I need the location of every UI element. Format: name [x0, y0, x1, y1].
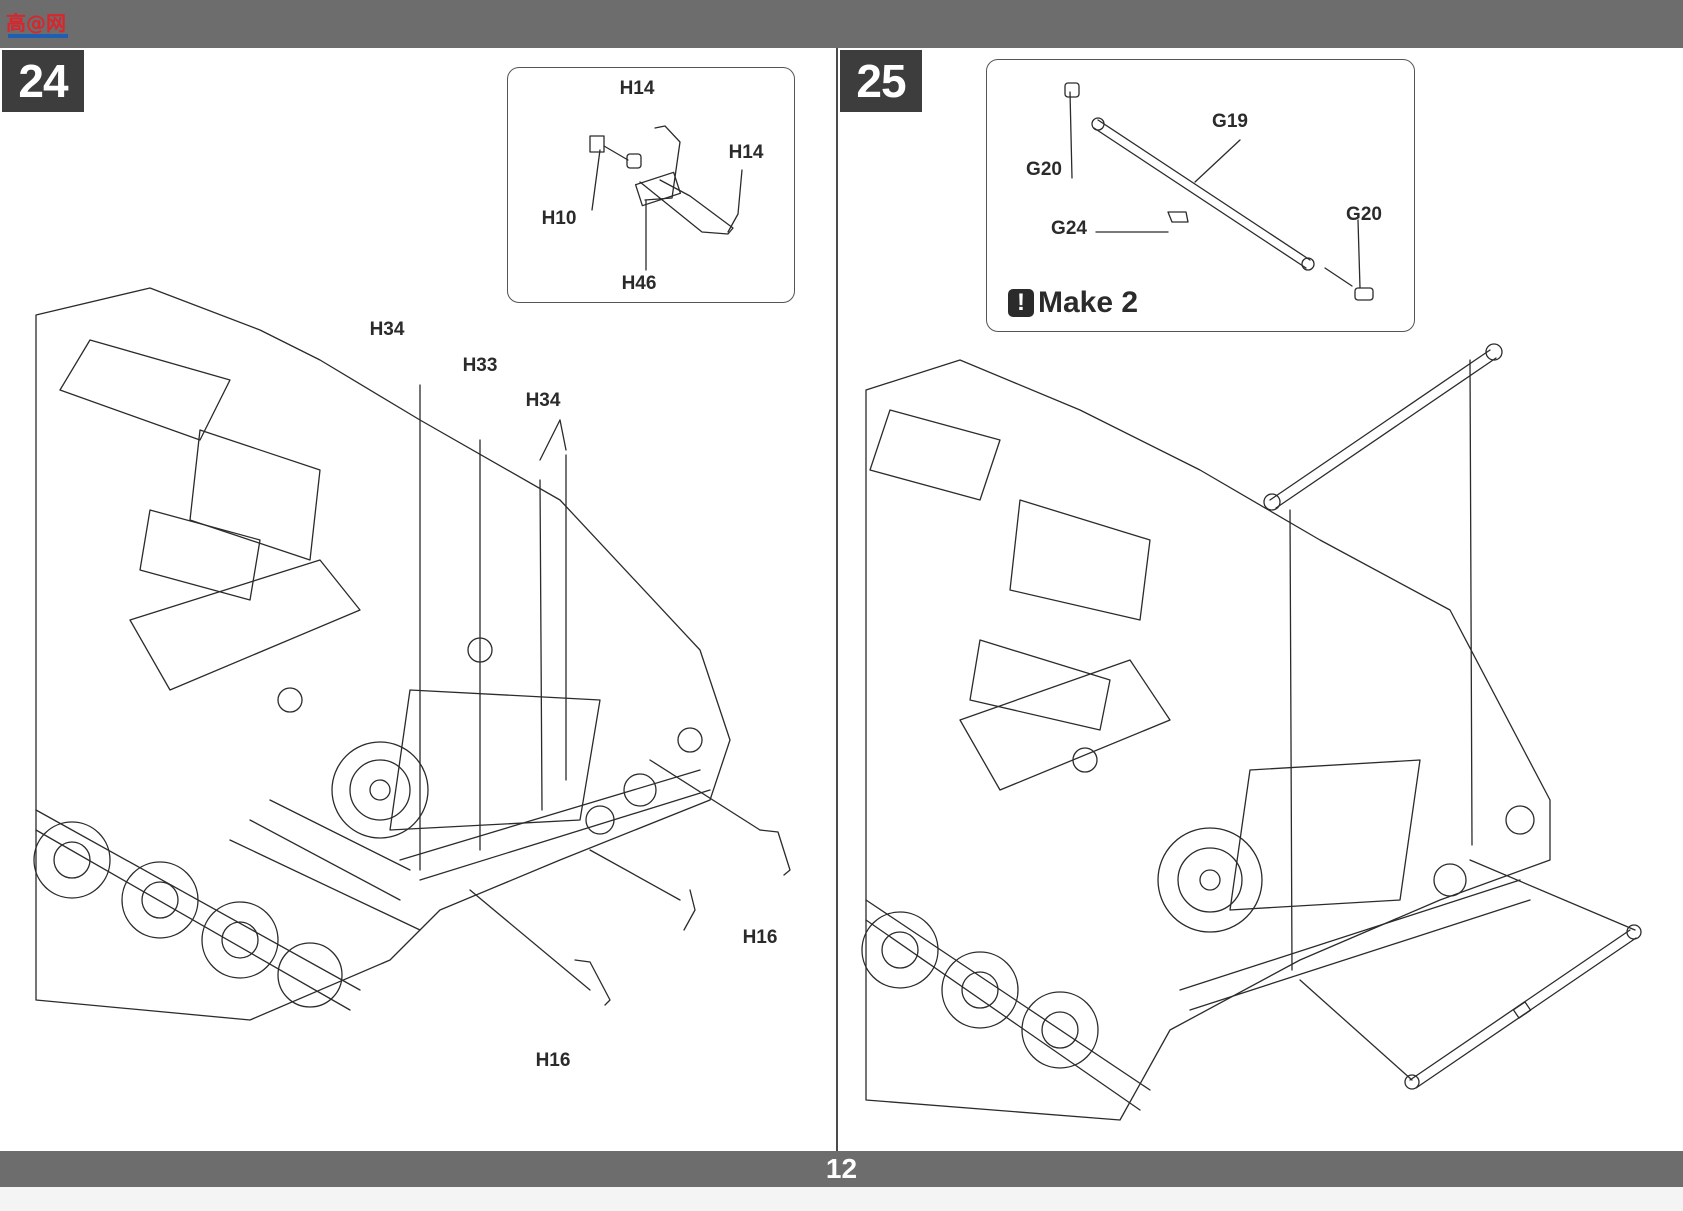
svg-text:高@网: 高@网 — [6, 11, 66, 35]
step-25-inset-parts — [1064, 82, 1374, 301]
part-label-h14-right: H14 — [728, 142, 764, 163]
page-number: 12 — [825, 1153, 858, 1184]
part-label-g20-right: G20 — [1346, 204, 1382, 225]
part-label-g20-left: G20 — [1026, 159, 1062, 180]
step-24-loose-parts — [574, 829, 791, 1006]
part-label-g24: G24 — [1051, 218, 1087, 239]
step-25-hull — [861, 359, 1551, 1121]
bottom-strip — [0, 1187, 1683, 1211]
step-25-number: 25 — [840, 50, 922, 112]
step-25-rods — [1263, 343, 1642, 1090]
bottom-bar — [0, 1151, 1683, 1187]
part-label-h16-right: H16 — [742, 927, 778, 948]
make-2-note: ! Make 2 — [1008, 286, 1138, 320]
exclamation-icon: ! — [1008, 289, 1034, 317]
step-25-detail-box — [986, 59, 1415, 332]
step-24-inset-parts — [589, 125, 743, 271]
top-bar — [0, 0, 1683, 48]
page-spine — [836, 48, 838, 1151]
step-24-leader-lines — [419, 384, 761, 991]
part-label-h33: H33 — [462, 355, 498, 376]
step-24-number: 24 — [2, 50, 84, 112]
make-2-text: Make 2 — [1038, 286, 1139, 319]
site-logo: 高@网 — [6, 11, 68, 38]
part-label-h10: H10 — [541, 208, 577, 229]
part-label-h16-bottom: H16 — [535, 1050, 571, 1071]
part-label-h34-right: H34 — [525, 390, 561, 411]
part-label-h34-left: H34 — [369, 319, 405, 340]
part-label-h14-top: H14 — [619, 78, 655, 99]
part-label-g19: G19 — [1212, 111, 1248, 132]
part-label-h46: H46 — [621, 273, 657, 294]
step-24-detail-box — [507, 67, 795, 303]
step-24-hull — [33, 287, 731, 1021]
